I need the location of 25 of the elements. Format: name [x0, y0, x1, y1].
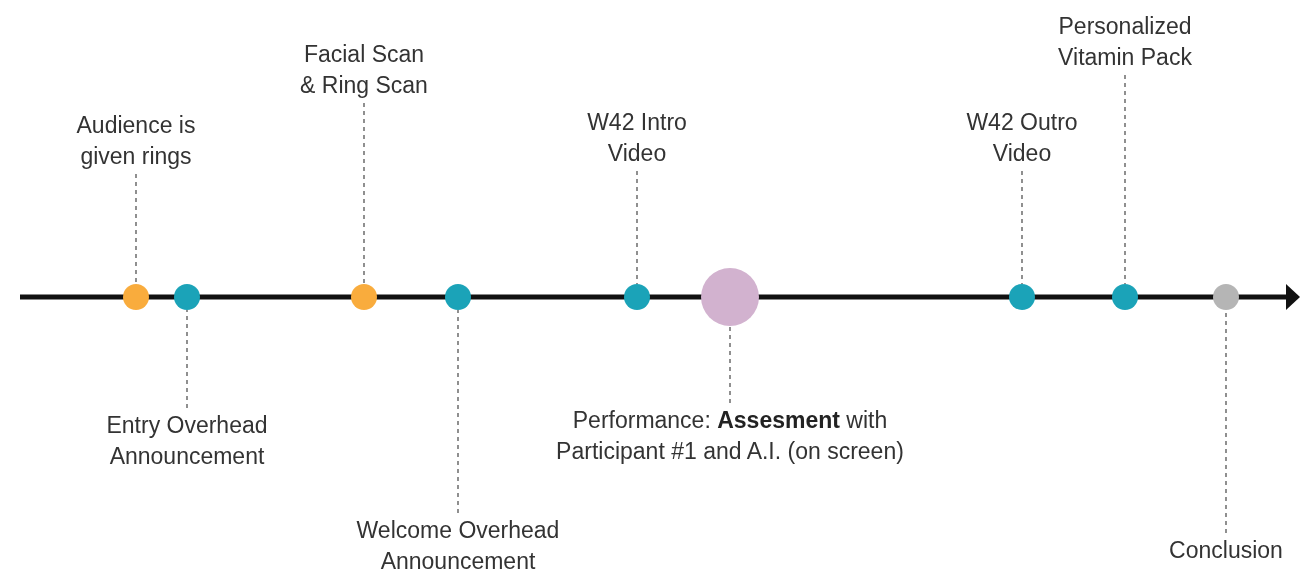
milestone-label: Personalized Vitamin Pack	[1035, 11, 1215, 73]
milestone-dot	[1112, 284, 1138, 310]
milestone-dot	[624, 284, 650, 310]
leader-line	[363, 102, 365, 285]
milestone-dot	[445, 284, 471, 310]
milestone-label: Performance: Assesment with Participant #1 and A.I. (on screen)	[520, 405, 940, 467]
milestone-label: Facial Scan & Ring Scan	[294, 39, 434, 101]
milestone-label: Welcome Overhead Announcement	[328, 515, 588, 576]
milestone-label: Conclusion	[1156, 535, 1296, 566]
milestone-label: W42 Intro Video	[572, 107, 702, 169]
milestone-label: W42 Outro Video	[952, 107, 1092, 169]
leader-line	[1021, 170, 1023, 285]
milestone-dot	[351, 284, 377, 310]
leader-line	[729, 325, 731, 404]
milestone-dot	[123, 284, 149, 310]
milestone-dot	[1009, 284, 1035, 310]
leader-line	[636, 170, 638, 285]
leader-line	[135, 173, 137, 285]
milestone-label: Audience is given rings	[56, 110, 216, 172]
leader-line	[186, 309, 188, 409]
leader-line	[457, 309, 459, 514]
milestone-label: Entry Overhead Announcement	[79, 410, 295, 472]
milestone-dot	[1213, 284, 1239, 310]
milestone-dot	[174, 284, 200, 310]
leader-line	[1124, 74, 1126, 285]
